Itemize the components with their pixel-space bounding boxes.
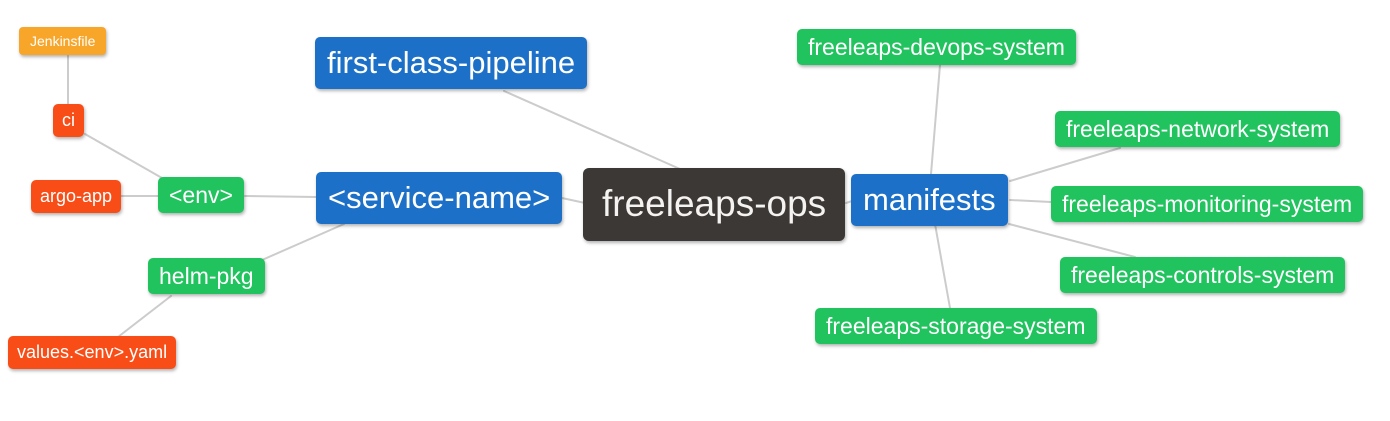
node-manifests[interactable]: manifests xyxy=(851,174,1008,226)
edge-manifests-storage xyxy=(934,223,951,309)
edge-ci-env xyxy=(84,133,163,179)
node-values-env-yaml[interactable]: values.<env>.yaml xyxy=(8,336,177,369)
node-env[interactable]: <env> xyxy=(158,177,244,214)
edge-manifests-devops xyxy=(930,64,941,175)
edge-manifests-network xyxy=(1009,147,1121,182)
node-freeleaps-ops[interactable]: freeleaps-ops xyxy=(583,168,846,241)
node-service-name[interactable]: <service-name> xyxy=(316,172,563,224)
edge-manifests-monitoring xyxy=(1009,199,1052,203)
node-freeleaps-network-system[interactable]: freeleaps-network-system xyxy=(1055,111,1341,148)
node-argo-app[interactable]: argo-app xyxy=(31,180,122,213)
node-jenkinsfile[interactable]: Jenkinsfile xyxy=(19,27,107,56)
edge-env-service-name xyxy=(244,195,317,198)
node-freeleaps-controls-system[interactable]: freeleaps-controls-system xyxy=(1060,257,1346,294)
edge-manifests-controls xyxy=(1008,223,1136,258)
edge-service-name-helm-pkg xyxy=(261,223,345,261)
node-ci[interactable]: ci xyxy=(53,104,84,137)
edge-helm-pkg-values xyxy=(117,295,172,338)
node-helm-pkg[interactable]: helm-pkg xyxy=(148,258,265,295)
node-freeleaps-devops-system[interactable]: freeleaps-devops-system xyxy=(797,29,1076,66)
edge-first-class-pipeline-ops xyxy=(503,90,681,170)
node-first-class-pipeline[interactable]: first-class-pipeline xyxy=(315,37,588,89)
edge-service-name-ops xyxy=(561,197,586,204)
node-freeleaps-monitoring-system[interactable]: freeleaps-monitoring-system xyxy=(1051,186,1364,223)
node-freeleaps-storage-system[interactable]: freeleaps-storage-system xyxy=(815,308,1097,345)
